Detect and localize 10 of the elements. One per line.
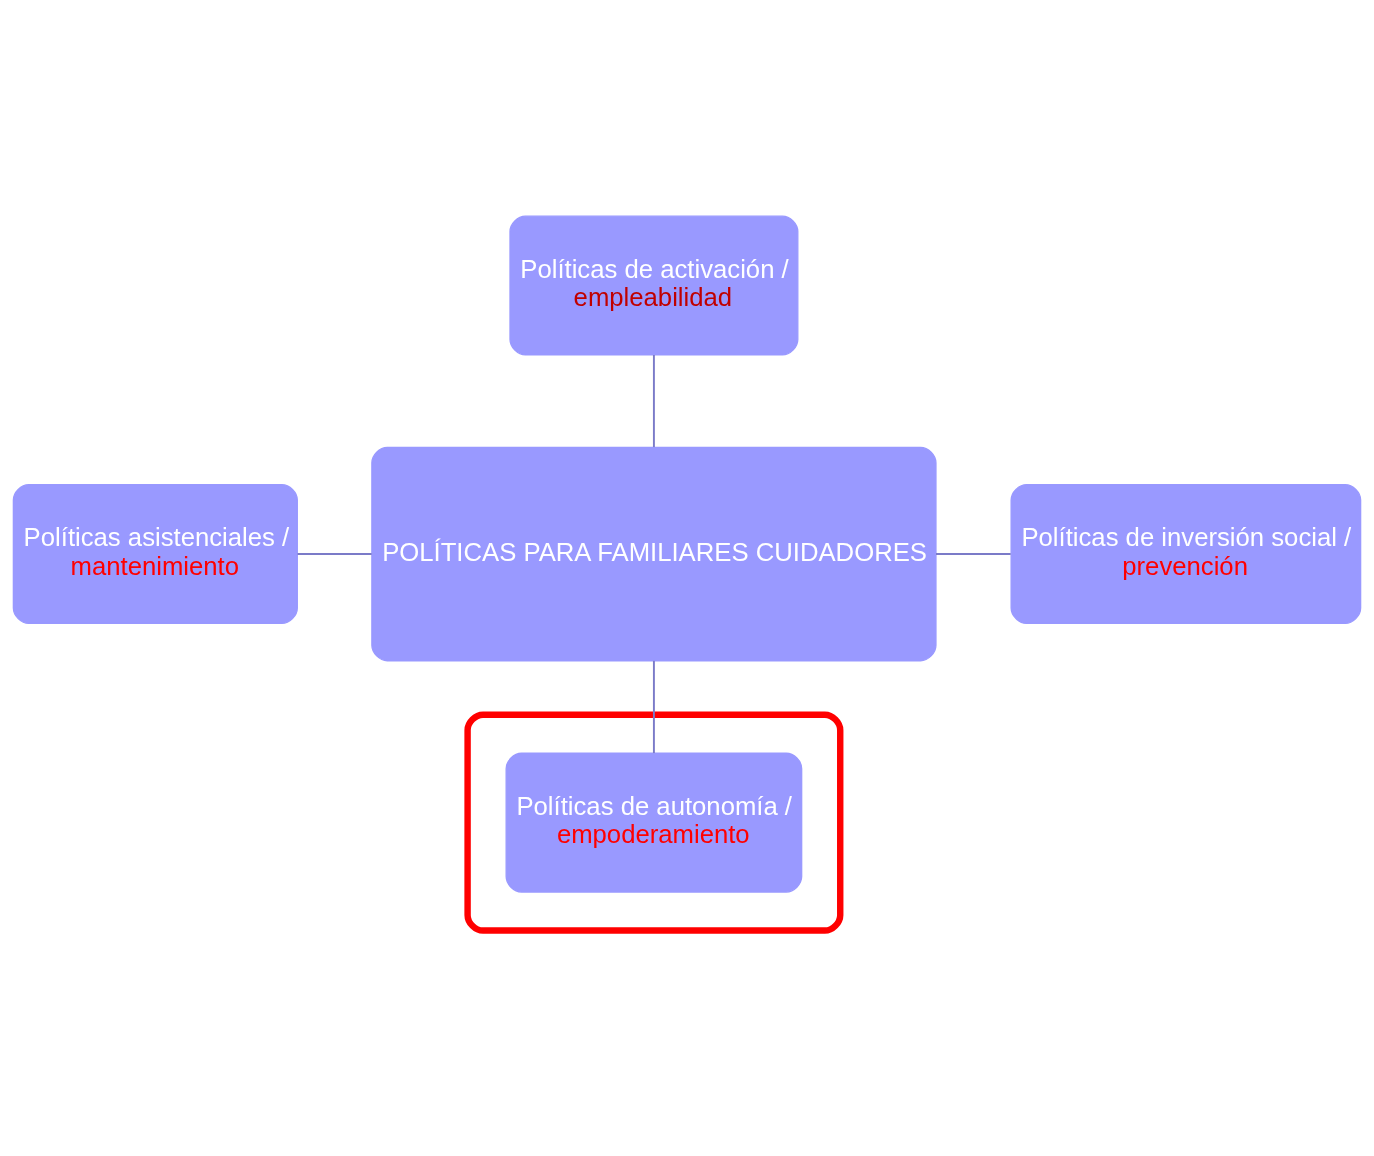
cluster	[464, 711, 844, 934]
connector	[652, 659, 655, 754]
node-box: Políticas de autonomía / empoderamiento	[505, 752, 803, 893]
connector	[652, 353, 655, 448]
node-box: POLÍTICAS PARA FAMILIARES CUIDADORES	[371, 446, 937, 661]
node-box: Políticas de inversión social / prevención	[1010, 483, 1362, 624]
node-box: Políticas asistenciales / mantenimiento	[12, 483, 298, 624]
node-box: Políticas de activación / empleabilidad	[509, 215, 799, 356]
connector	[935, 552, 1012, 555]
connector	[296, 552, 373, 555]
